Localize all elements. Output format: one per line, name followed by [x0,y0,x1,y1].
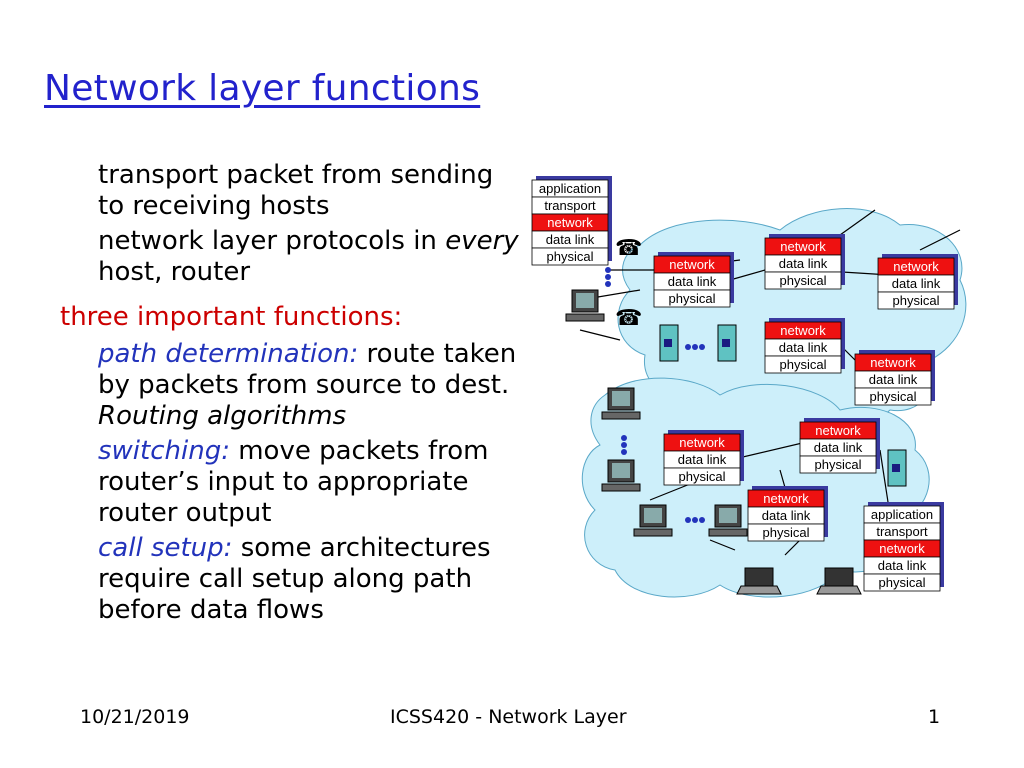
function-emphasis: Routing algorithms [98,401,347,431]
layer-label: network [669,257,715,272]
bullet-item: transport packet from sending to receivi… [60,160,520,222]
layer-label: physical [870,389,917,404]
footer-title: ICSS420 - Network Layer [390,706,627,728]
bullet-tail: host, router [98,257,251,287]
layer-label: physical [547,249,594,264]
function-text: route taken by packets from source to de… [98,339,517,400]
bullet-list: transport packet from sending to receivi… [60,160,520,630]
router-stack-3: network data link physical [877,254,958,310]
layer-label: data link [869,372,918,387]
ellipsis-dots [685,517,705,523]
layer-label: data link [762,508,811,523]
layer-label: data link [814,440,863,455]
layer-label: data link [678,452,727,467]
host-stack-destination: application transport network data link phys… [863,502,944,592]
server-icon [887,449,907,487]
layer-label: data link [779,256,828,271]
layer-label: transport [544,198,596,213]
footer-date: 10/21/2019 [80,706,190,728]
function-text: some architectures require call setup al… [98,533,491,625]
bullet-emphasis: every [445,226,519,256]
layer-label: network [763,491,809,506]
computer-icon [565,289,605,322]
function-text: move packets from router’s input to appr… [98,436,489,528]
layer-label: network [780,323,826,338]
layer-label: physical [669,291,716,306]
layer-label: network [870,355,916,370]
bullet-text: transport packet from sending to receivi… [98,160,494,221]
server-icon [659,324,679,362]
bullet-item: network layer protocols in every host, r… [60,226,520,288]
layer-label: physical [893,293,940,308]
function-keyword: path determination: [98,339,359,369]
server-icon [717,324,737,362]
layer-label: data link [668,274,717,289]
layer-label: physical [815,457,862,472]
layer-label: network [547,215,593,230]
telephone-icon: ☎ [615,236,642,261]
computer-icon [601,459,641,492]
layer-label: data link [892,276,941,291]
router-stack-7: network data link physical [799,418,880,474]
ellipsis-dots [605,267,611,287]
laptop-icon [736,567,782,595]
layer-label: network [893,259,939,274]
layer-label: physical [879,575,926,590]
function-keyword: switching: [98,436,230,466]
layer-label: network [780,239,826,254]
layer-label: data link [779,340,828,355]
layer-label: physical [780,357,827,372]
layer-label: data link [546,232,595,247]
layer-label: data link [878,558,927,573]
layer-label: application [539,181,601,196]
page-title: Network layer functions [44,68,481,109]
router-stack-6: network data link physical [663,430,744,486]
function-item: switching: move packets from router’s in… [60,436,520,529]
ellipsis-dots [621,435,627,455]
bullet-text: network layer protocols in [98,226,437,256]
computer-icon [708,504,748,537]
footer-page-number: 1 [928,706,941,728]
function-item: call setup: some architectures require c… [60,533,520,626]
layer-label: application [871,507,933,522]
layer-label: network [815,423,861,438]
protocol-stacks: application transport network data link phys… [531,176,958,592]
laptop-icon [816,567,862,595]
router-stack-1: network data link physical [653,252,734,308]
functions-heading: three important functions: [60,302,403,332]
host-stack-source: application transport network data link phys… [531,176,612,266]
layer-label: network [679,435,725,450]
layer-label: network [879,541,925,556]
router-stack-5: network data link physical [854,350,935,406]
function-item: path determination: route taken by packe… [60,339,520,432]
layer-label: physical [679,469,726,484]
computer-icon [601,387,641,420]
layer-label: transport [876,524,928,539]
router-stack-2: network data link physical [764,234,845,290]
layer-label: physical [780,273,827,288]
ellipsis-dots [685,344,705,350]
layer-label: physical [763,525,810,540]
router-stack-8: network data link physical [747,486,828,542]
computer-icon [633,504,673,537]
router-stack-4: network data link physical [764,318,845,374]
devices: ☎☎ [565,236,907,595]
function-keyword: call setup: [98,533,233,563]
telephone-icon: ☎ [615,306,642,331]
